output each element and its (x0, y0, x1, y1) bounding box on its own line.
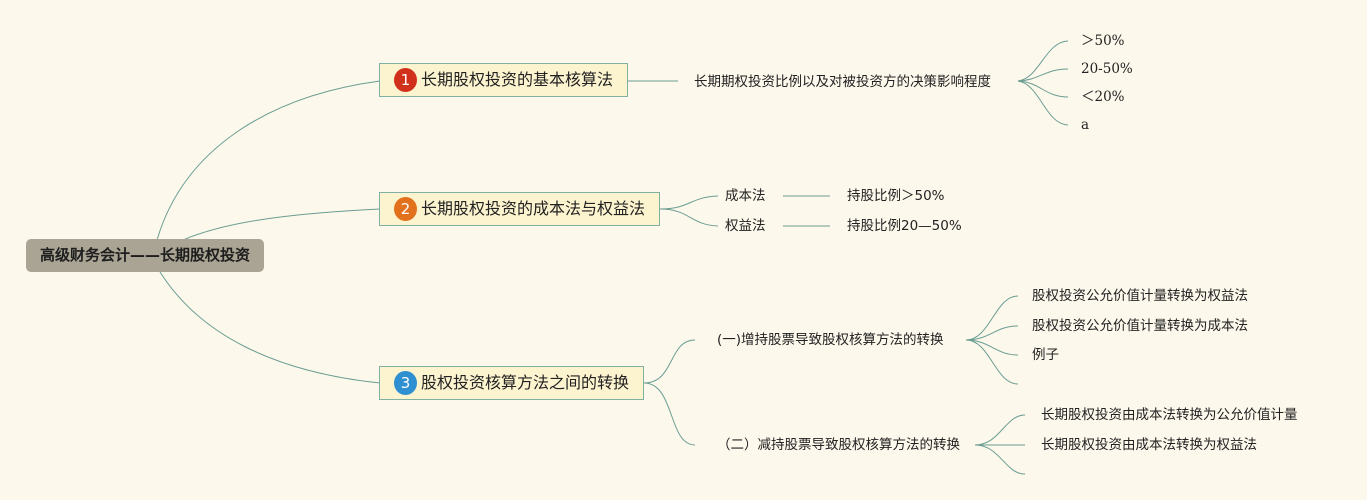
equity-ratio-detail[interactable]: 持股比例20—50% (847, 218, 962, 234)
root-topic-label: 高级财务会计——长期股权投资 (40, 246, 251, 264)
number-badge-3: 3 (394, 371, 417, 395)
item-example[interactable]: 例子 (1032, 347, 1059, 363)
branch-label: 长期股权投资的基本核算法 (420, 70, 613, 89)
number-badge-2: 2 (394, 197, 417, 221)
group-increase-holding[interactable]: (一)增持股票导致股权核算方法的转换 (717, 332, 944, 348)
branch-label: 长期股权投资的成本法与权益法 (420, 199, 645, 218)
leaf-under-20[interactable]: ＜20% (1081, 89, 1125, 105)
method-equity[interactable]: 权益法 (725, 218, 766, 234)
item-cost-to-equity[interactable]: 长期股权投资由成本法转换为权益法 (1041, 437, 1257, 453)
branch-basic-accounting[interactable]: 1 长期股权投资的基本核算法 (379, 63, 628, 97)
group-decrease-holding[interactable]: （二）减持股票导致股权核算方法的转换 (717, 437, 960, 453)
leaf-20-50[interactable]: 20-50% (1081, 61, 1133, 77)
subtopic-ratio-influence[interactable]: 长期期权投资比例以及对被投资方的决策影响程度 (694, 74, 991, 90)
root-topic[interactable]: 高级财务会计——长期股权投资 (26, 239, 265, 272)
branch-label: 股权投资核算方法之间的转换 (420, 373, 629, 392)
item-cost-to-fv[interactable]: 长期股权投资由成本法转换为公允价值计量 (1041, 407, 1298, 423)
branch-method-conversion[interactable]: 3 股权投资核算方法之间的转换 (379, 366, 644, 400)
cost-ratio-detail[interactable]: 持股比例＞50% (847, 188, 945, 204)
method-cost[interactable]: 成本法 (725, 188, 766, 204)
branch-cost-equity-method[interactable]: 2 长期股权投资的成本法与权益法 (379, 192, 660, 226)
leaf-over-50[interactable]: ＞50% (1081, 33, 1125, 49)
item-fv-to-cost[interactable]: 股权投资公允价值计量转换为成本法 (1032, 318, 1248, 334)
number-badge-1: 1 (394, 68, 417, 92)
item-fv-to-equity[interactable]: 股权投资公允价值计量转换为权益法 (1032, 288, 1248, 304)
leaf-a[interactable]: a (1081, 117, 1090, 133)
